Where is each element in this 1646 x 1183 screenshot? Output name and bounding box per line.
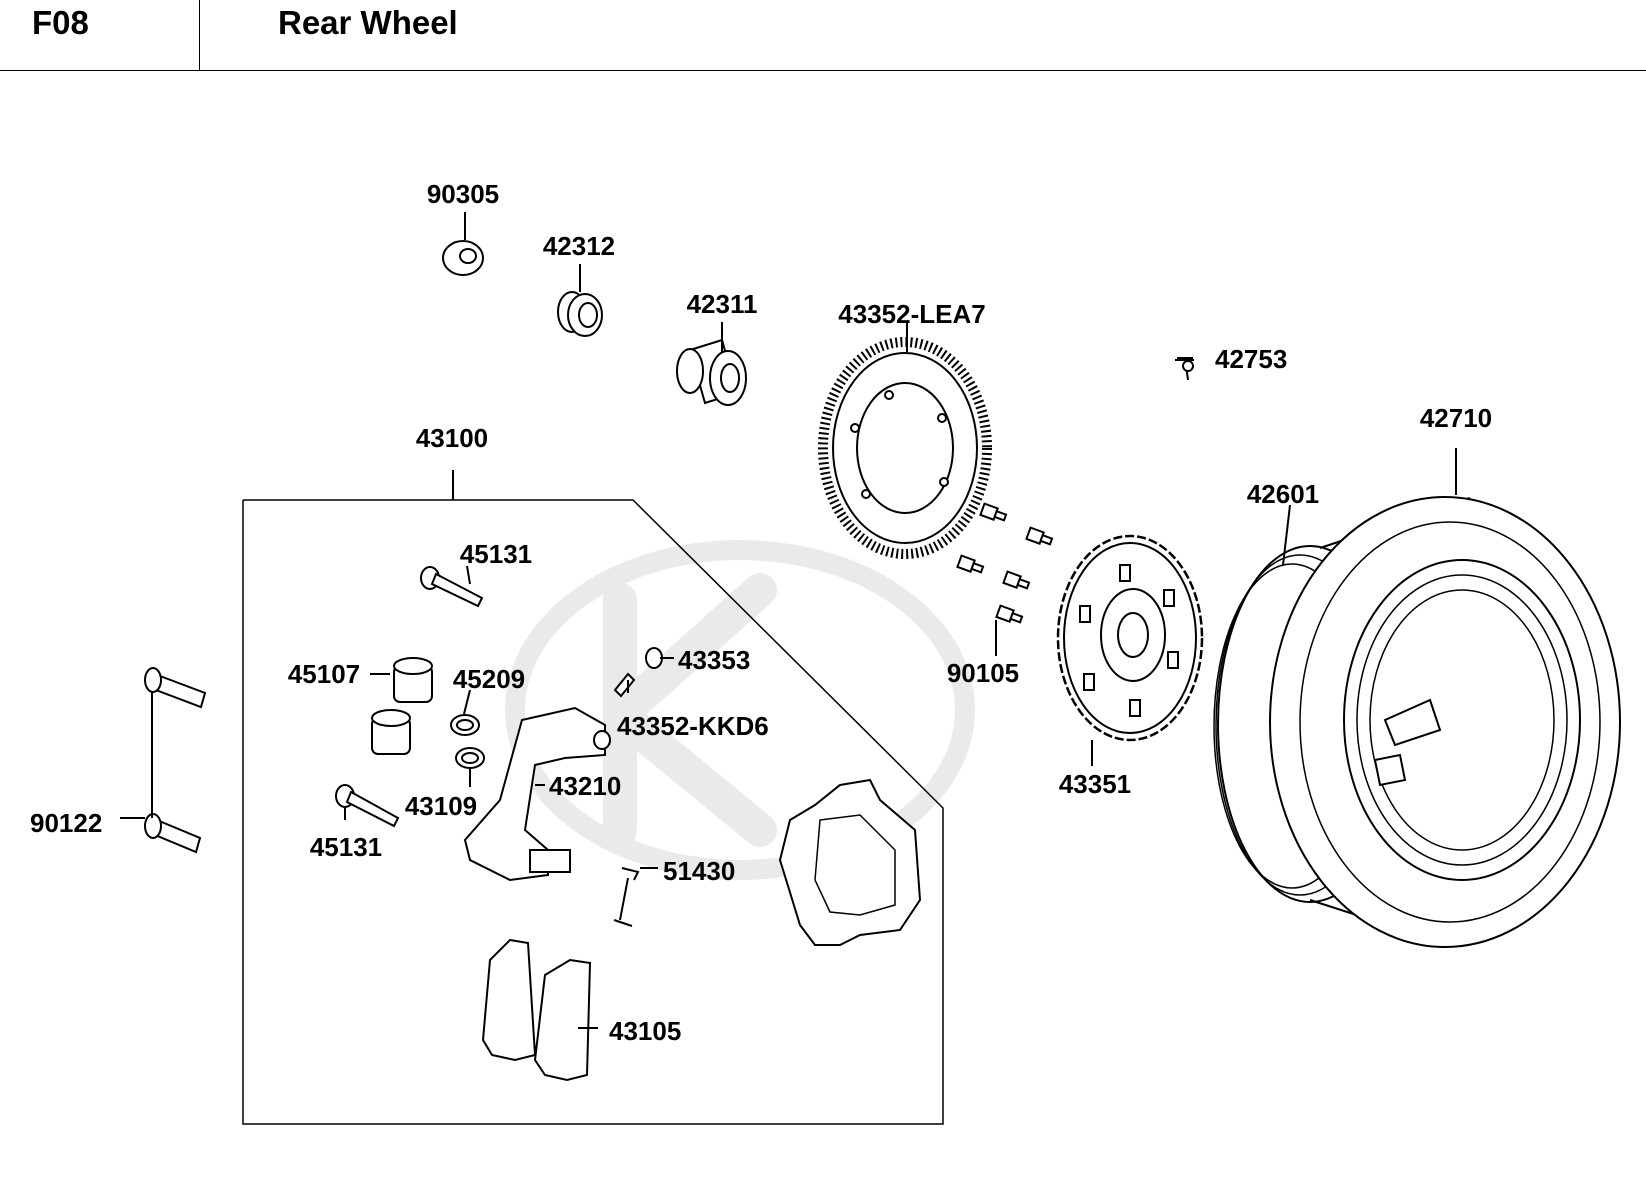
bleeder-cap-43353 bbox=[645, 647, 663, 669]
callout-90105: 90105 bbox=[947, 658, 1019, 688]
callout-45209: 45209 bbox=[453, 664, 525, 694]
callout-51430: 51430 bbox=[663, 856, 735, 886]
seals-45209 bbox=[450, 714, 485, 769]
callout-43100: 43100 bbox=[416, 423, 488, 453]
callout-42312: 42312 bbox=[543, 231, 615, 261]
brake-pads-43105 bbox=[481, 938, 592, 1082]
collar-42312 bbox=[557, 291, 603, 337]
caliper-assembly-box bbox=[242, 499, 944, 1125]
caliper-bracket-43210 bbox=[463, 706, 611, 882]
kymco-watermark bbox=[505, 540, 975, 880]
section-code: F08 bbox=[32, 4, 89, 41]
pin-45131-lower bbox=[335, 784, 400, 828]
nut-90305 bbox=[442, 240, 484, 276]
header-divider bbox=[199, 0, 200, 70]
callout-45131-upper: 45131 bbox=[460, 539, 532, 569]
valve-42753 bbox=[1177, 357, 1194, 381]
page-header: F08 Rear Wheel bbox=[0, 0, 1646, 71]
spacer-42311 bbox=[676, 338, 747, 406]
callout-45131-lower: 45131 bbox=[310, 832, 382, 862]
callout-42311: 42311 bbox=[687, 289, 758, 319]
callout-43352-kkd6: 43352-KKD6 bbox=[617, 711, 769, 741]
bolts-90105 bbox=[956, 502, 1054, 624]
leader-lines bbox=[120, 212, 1457, 1029]
callout-43105: 43105 bbox=[609, 1016, 681, 1046]
pin-45131-upper bbox=[420, 566, 484, 608]
bleeder-screw-43352-kkd6 bbox=[613, 672, 636, 698]
callout-43352-lea7: 43352-LEA7 bbox=[838, 299, 985, 329]
bolts-90122 bbox=[144, 667, 207, 854]
callout-43109: 43109 bbox=[405, 791, 477, 821]
callout-42601: 42601 bbox=[1247, 479, 1319, 509]
section-title: Rear Wheel bbox=[278, 4, 458, 41]
callout-43353: 43353 bbox=[678, 645, 750, 675]
brake-disc-43351 bbox=[1056, 534, 1204, 742]
callout-90305: 90305 bbox=[427, 179, 499, 209]
abs-tone-ring-43352-lea7 bbox=[818, 337, 992, 559]
callout-labels: 90305 42312 42311 43352-LEA7 42753 42710… bbox=[30, 179, 1492, 1046]
callout-42710: 42710 bbox=[1420, 403, 1492, 433]
callout-43210: 43210 bbox=[549, 771, 621, 801]
rear-wheel-tire-42710 bbox=[1213, 496, 1621, 948]
callout-90122: 90122 bbox=[30, 808, 102, 838]
spring-51430 bbox=[613, 867, 640, 927]
pistons-45107 bbox=[371, 657, 433, 755]
caliper-body bbox=[778, 778, 922, 946]
callout-43351: 43351 bbox=[1059, 769, 1131, 799]
callout-42753: 42753 bbox=[1215, 344, 1287, 374]
callout-45107: 45107 bbox=[288, 659, 360, 689]
